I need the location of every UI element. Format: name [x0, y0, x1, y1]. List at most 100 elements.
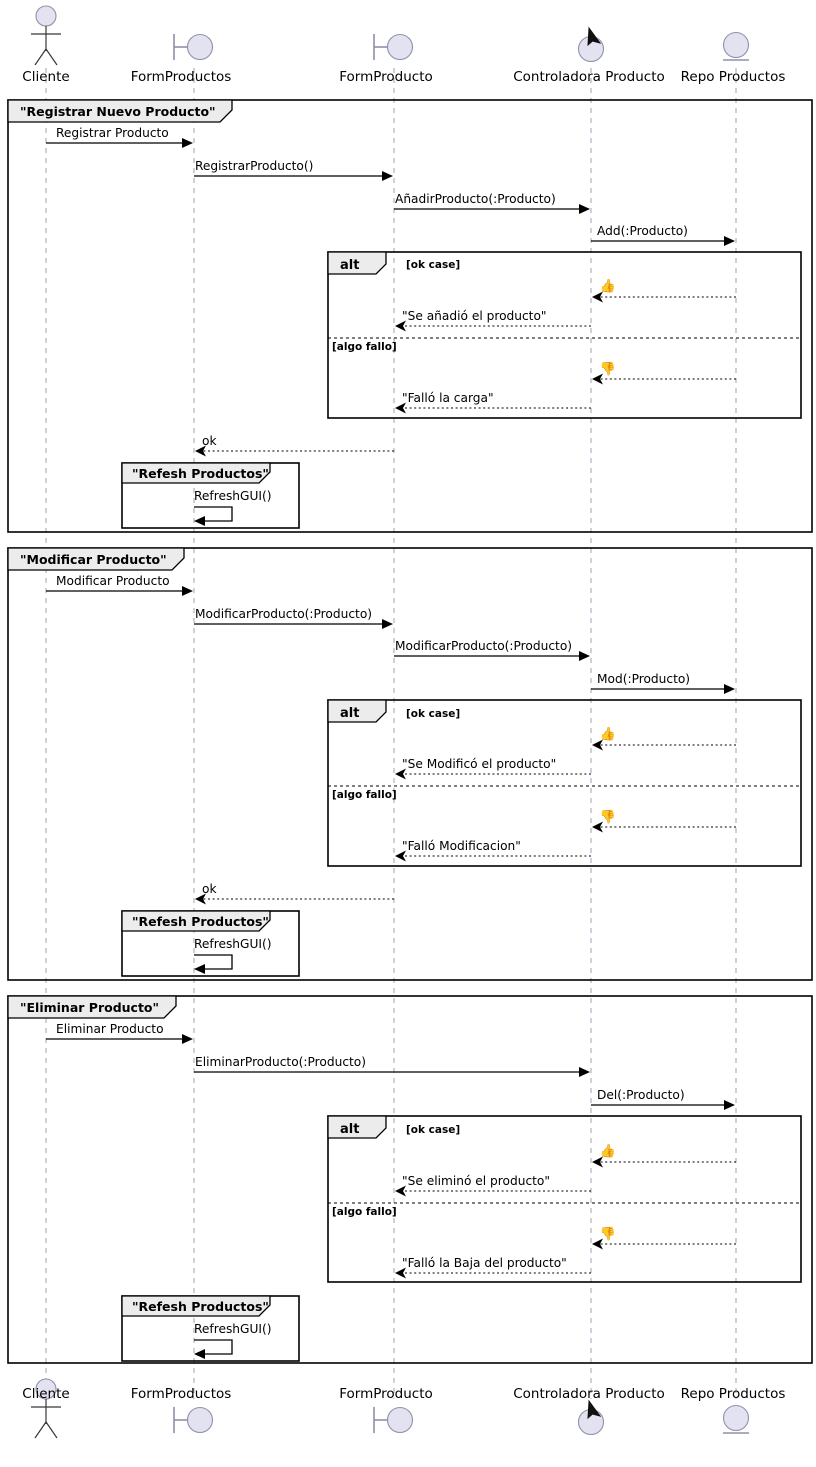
fragment-tab-eliminar	[7, 995, 177, 1019]
alt-tab-eliminar	[327, 1115, 387, 1139]
eliminar-message-1-head	[579, 1067, 590, 1077]
registrar-alt-message-label-1: "Se añadió el producto"	[402, 309, 547, 323]
modificar-alt-message-2-head	[592, 821, 603, 833]
modificar-message-label-3: Mod(:Producto)	[597, 672, 690, 686]
self-call-arrowhead-modificar	[194, 964, 205, 974]
eliminar-message-label-1: EliminarProducto(:Producto)	[195, 1055, 366, 1069]
registrar-return-message-0-head	[195, 445, 206, 457]
participant-head-repo[interactable]	[722, 1404, 750, 1434]
fragment-tab-registrar	[7, 99, 233, 123]
modificar-message-label-1: ModificarProducto(:Producto)	[195, 607, 372, 621]
registrar-message-label-0: Registrar Producto	[56, 126, 169, 140]
alt-keyword-registrar: alt	[340, 258, 359, 273]
registrar-message-label-1: RegistrarProducto()	[195, 159, 313, 173]
alt-keyword-modificar: alt	[340, 706, 359, 721]
boundary-circle-icon	[386, 33, 414, 61]
eliminar-message-0-head	[182, 1034, 193, 1044]
modificar-alt-status-emoji-0: 👍	[600, 726, 616, 742]
modificar-alt-message-label-1: "Se Modificó el producto"	[402, 757, 556, 771]
modificar-alt-message-3-head	[395, 850, 406, 862]
alt-tab-modificar	[327, 699, 387, 723]
eliminar-alt-message-label-3: "Falló la Baja del producto"	[402, 1256, 567, 1270]
participant-label-repo: Repo Productos	[681, 69, 786, 85]
participant-head-controladora[interactable]	[577, 1399, 605, 1436]
participant-head-formproducto[interactable]	[373, 1406, 414, 1434]
participant-head-formproductos[interactable]	[173, 1406, 214, 1434]
modificar-message-2-head	[579, 651, 590, 661]
fragment-title-registrar: "Registrar Nuevo Producto"	[20, 104, 216, 119]
actor-leg-left-icon	[34, 1421, 47, 1439]
registrar-alt-message-label-3: "Falló la carga"	[402, 391, 494, 405]
self-call-arrowhead-eliminar	[194, 1349, 205, 1359]
participant-head-formproductos[interactable]	[173, 33, 214, 61]
entity-circle-icon	[722, 1404, 750, 1432]
nested-fragment-tab-registrar	[121, 462, 271, 484]
fragment-tab-modificar	[7, 547, 185, 571]
participant-label-formproductos: FormProductos	[131, 69, 232, 85]
registrar-alt-status-emoji-2: 👎	[600, 361, 616, 377]
registrar-message-label-3: Add(:Producto)	[597, 224, 688, 238]
eliminar-alt-status-emoji-0: 👍	[600, 1143, 616, 1159]
nested-fragment-tab-modificar	[121, 910, 271, 932]
alt-tab-registrar	[327, 251, 387, 275]
registrar-message-1-head	[382, 171, 393, 181]
participant-head-repo[interactable]	[722, 31, 750, 61]
modificar-message-3-head	[724, 684, 735, 694]
eliminar-alt-message-1-head	[395, 1185, 406, 1197]
participant-label-formproducto: FormProducto	[339, 1386, 433, 1402]
modificar-return-message-0-head	[195, 893, 206, 905]
boundary-circle-icon	[386, 1406, 414, 1434]
entity-circle-icon	[722, 31, 750, 59]
alt-guard-registrar-1: [algo fallo]	[332, 341, 397, 353]
participant-head-formproducto[interactable]	[373, 33, 414, 61]
alt-guard-eliminar-1: [algo fallo]	[332, 1206, 397, 1218]
actor-head-icon	[35, 5, 57, 27]
eliminar-alt-message-label-1: "Se eliminó el producto"	[402, 1174, 550, 1188]
actor-leg-left-icon	[34, 48, 47, 66]
modificar-alt-message-1-head	[395, 768, 406, 780]
actor-leg-right-icon	[45, 1421, 58, 1439]
modificar-message-0-head	[182, 586, 193, 596]
control-arrow-icon	[587, 1399, 602, 1420]
participant-label-cliente: Cliente	[22, 1386, 69, 1402]
nested-fragment-title-modificar: "Refesh Productos"	[132, 914, 269, 929]
modificar-return-message-label-0: ok	[202, 882, 217, 896]
modificar-alt-message-0-head	[592, 739, 603, 751]
registrar-message-2-head	[579, 204, 590, 214]
registrar-message-3-head	[724, 236, 735, 246]
eliminar-alt-message-0-head	[592, 1156, 603, 1168]
participant-head-controladora[interactable]	[577, 26, 605, 63]
modificar-message-1-head	[382, 619, 393, 629]
modificar-alt-status-emoji-2: 👎	[600, 809, 616, 825]
alt-guard-eliminar-0: [ok case]	[406, 1124, 460, 1136]
registrar-alt-status-emoji-0: 👍	[600, 278, 616, 294]
fragment-box-modificar	[7, 547, 813, 981]
fragment-title-modificar: "Modificar Producto"	[20, 552, 167, 567]
participant-head-cliente[interactable]	[31, 5, 61, 66]
participant-label-cliente: Cliente	[22, 69, 69, 85]
actor-leg-right-icon	[45, 48, 58, 66]
self-call-loop-eliminar	[194, 1339, 233, 1355]
participant-label-formproducto: FormProducto	[339, 69, 433, 85]
registrar-alt-message-1-head	[395, 320, 406, 332]
participant-label-repo: Repo Productos	[681, 1386, 786, 1402]
self-call-loop-modificar	[194, 954, 233, 970]
participant-label-controladora: Controladora Producto	[513, 69, 665, 85]
eliminar-message-2-head	[724, 1100, 735, 1110]
boundary-circle-icon	[186, 1406, 214, 1434]
participant-head-cliente[interactable]	[31, 1378, 61, 1439]
registrar-alt-message-2-head	[592, 373, 603, 385]
fragment-box-registrar	[7, 99, 813, 533]
registrar-message-0-head	[182, 138, 193, 148]
fragment-box-eliminar	[7, 995, 813, 1364]
alt-box-registrar	[327, 251, 802, 419]
participant-label-formproductos: FormProductos	[131, 1386, 232, 1402]
self-call-loop-registrar	[194, 506, 233, 522]
boundary-circle-icon	[186, 33, 214, 61]
eliminar-alt-message-2-head	[592, 1238, 603, 1250]
eliminar-message-label-0: Eliminar Producto	[56, 1022, 164, 1036]
self-call-arrowhead-registrar	[194, 516, 205, 526]
nested-fragment-tab-eliminar	[121, 1295, 271, 1317]
alt-guard-modificar-1: [algo fallo]	[332, 789, 397, 801]
